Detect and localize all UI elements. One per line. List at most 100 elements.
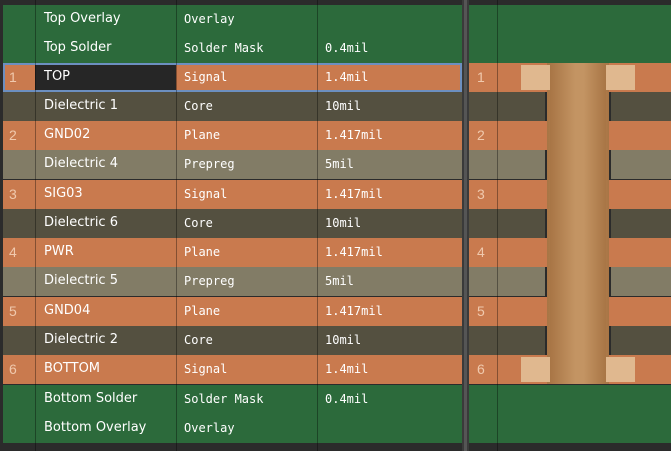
layer-number: 5 <box>3 297 35 326</box>
layer-name[interactable]: Dielectric 2 <box>35 326 176 355</box>
grid-line <box>176 0 177 451</box>
layer-name[interactable]: Bottom Solder <box>35 385 176 414</box>
layer-number: 4 <box>3 238 35 267</box>
layer-type[interactable]: Plane <box>176 238 317 267</box>
layer-thickness[interactable]: 5mil <box>317 267 462 296</box>
via-clearance <box>545 209 547 238</box>
layer-type[interactable]: Core <box>176 92 317 121</box>
layer-thickness[interactable]: 1.417mil <box>317 180 462 209</box>
grid-line <box>497 0 498 451</box>
layer-visual <box>469 5 671 34</box>
via-barrel-center <box>550 63 606 384</box>
layer-thickness[interactable]: 10mil <box>317 326 462 355</box>
layer-number <box>3 385 35 414</box>
layer-thickness[interactable]: 10mil <box>317 92 462 121</box>
layer-name[interactable]: GND04 <box>35 297 176 326</box>
layer-thickness[interactable]: 10mil <box>317 209 462 238</box>
layer-number <box>3 267 35 296</box>
layer-name[interactable]: Top Solder <box>35 34 176 63</box>
grid-line <box>317 0 318 451</box>
layer-type[interactable]: Core <box>176 209 317 238</box>
layer-type[interactable]: Plane <box>176 297 317 326</box>
layer-name[interactable]: Dielectric 1 <box>35 92 176 121</box>
layer-type[interactable]: Prepreg <box>176 267 317 296</box>
layer-number <box>3 326 35 355</box>
layer-name[interactable]: Dielectric 4 <box>35 150 176 179</box>
layer-number: 6 <box>3 355 35 384</box>
layer-number: 1 <box>3 63 35 92</box>
visual-layer-number: 6 <box>477 361 485 377</box>
layer-type[interactable]: Solder Mask <box>176 385 317 414</box>
layer-number <box>3 209 35 238</box>
layer-number <box>3 34 35 63</box>
layer-name[interactable]: Bottom Overlay <box>35 414 176 443</box>
via-clearance <box>609 150 611 179</box>
layer-type[interactable]: Prepreg <box>176 150 317 179</box>
layer-thickness[interactable]: 1.4mil <box>317 355 462 384</box>
layer-type[interactable]: Overlay <box>176 414 317 443</box>
layer-name[interactable]: BOTTOM <box>35 355 176 384</box>
layer-type[interactable]: Plane <box>176 121 317 150</box>
layer-name[interactable]: TOP <box>35 63 176 92</box>
layer-number <box>3 92 35 121</box>
visual-layer-number: 4 <box>477 244 485 260</box>
layer-type[interactable]: Signal <box>176 63 317 92</box>
layer-name[interactable]: Dielectric 5 <box>35 267 176 296</box>
layer-name[interactable]: GND02 <box>35 121 176 150</box>
via-clearance <box>545 150 547 179</box>
via-clearance <box>609 267 611 296</box>
layer-type[interactable]: Core <box>176 326 317 355</box>
layer-type[interactable]: Overlay <box>176 5 317 34</box>
layer-thickness[interactable]: 1.417mil <box>317 297 462 326</box>
grid-line <box>35 0 36 451</box>
layer-thickness[interactable]: 0.4mil <box>317 34 462 63</box>
visual-layer-number <box>469 209 497 238</box>
layer-thickness[interactable] <box>317 5 462 34</box>
layer-visual <box>469 414 671 443</box>
visual-layer-number <box>469 267 497 296</box>
visual-layer-number: 2 <box>477 127 485 143</box>
layer-name[interactable]: SIG03 <box>35 180 176 209</box>
layer-thickness[interactable] <box>317 414 462 443</box>
layer-thickness[interactable]: 5mil <box>317 150 462 179</box>
layer-number <box>3 414 35 443</box>
visual-layer-number: 3 <box>477 186 485 202</box>
visual-layer-number <box>469 5 497 34</box>
layer-type[interactable]: Signal <box>176 355 317 384</box>
visual-layer-number <box>469 385 497 414</box>
via-clearance <box>609 326 611 355</box>
layer-type[interactable]: Signal <box>176 180 317 209</box>
layer-name[interactable]: PWR <box>35 238 176 267</box>
layer-visual <box>469 34 671 63</box>
via-clearance <box>609 209 611 238</box>
visual-layer-number <box>469 92 497 121</box>
layer-thickness[interactable]: 1.417mil <box>317 121 462 150</box>
layer-number <box>3 150 35 179</box>
layer-name[interactable]: Dielectric 6 <box>35 209 176 238</box>
visual-layer-number <box>469 414 497 443</box>
visual-layer-number <box>469 326 497 355</box>
layer-name[interactable]: Top Overlay <box>35 5 176 34</box>
visual-layer-number <box>469 150 497 179</box>
layer-number: 3 <box>3 180 35 209</box>
layer-thickness[interactable]: 0.4mil <box>317 385 462 414</box>
via-clearance <box>545 92 547 121</box>
panel-splitter[interactable] <box>462 0 469 451</box>
via-clearance <box>545 267 547 296</box>
visual-layer-number: 5 <box>477 303 485 319</box>
layer-thickness[interactable]: 1.417mil <box>317 238 462 267</box>
layer-number <box>3 5 35 34</box>
layer-type[interactable]: Solder Mask <box>176 34 317 63</box>
layer-thickness[interactable]: 1.4mil <box>317 63 462 92</box>
